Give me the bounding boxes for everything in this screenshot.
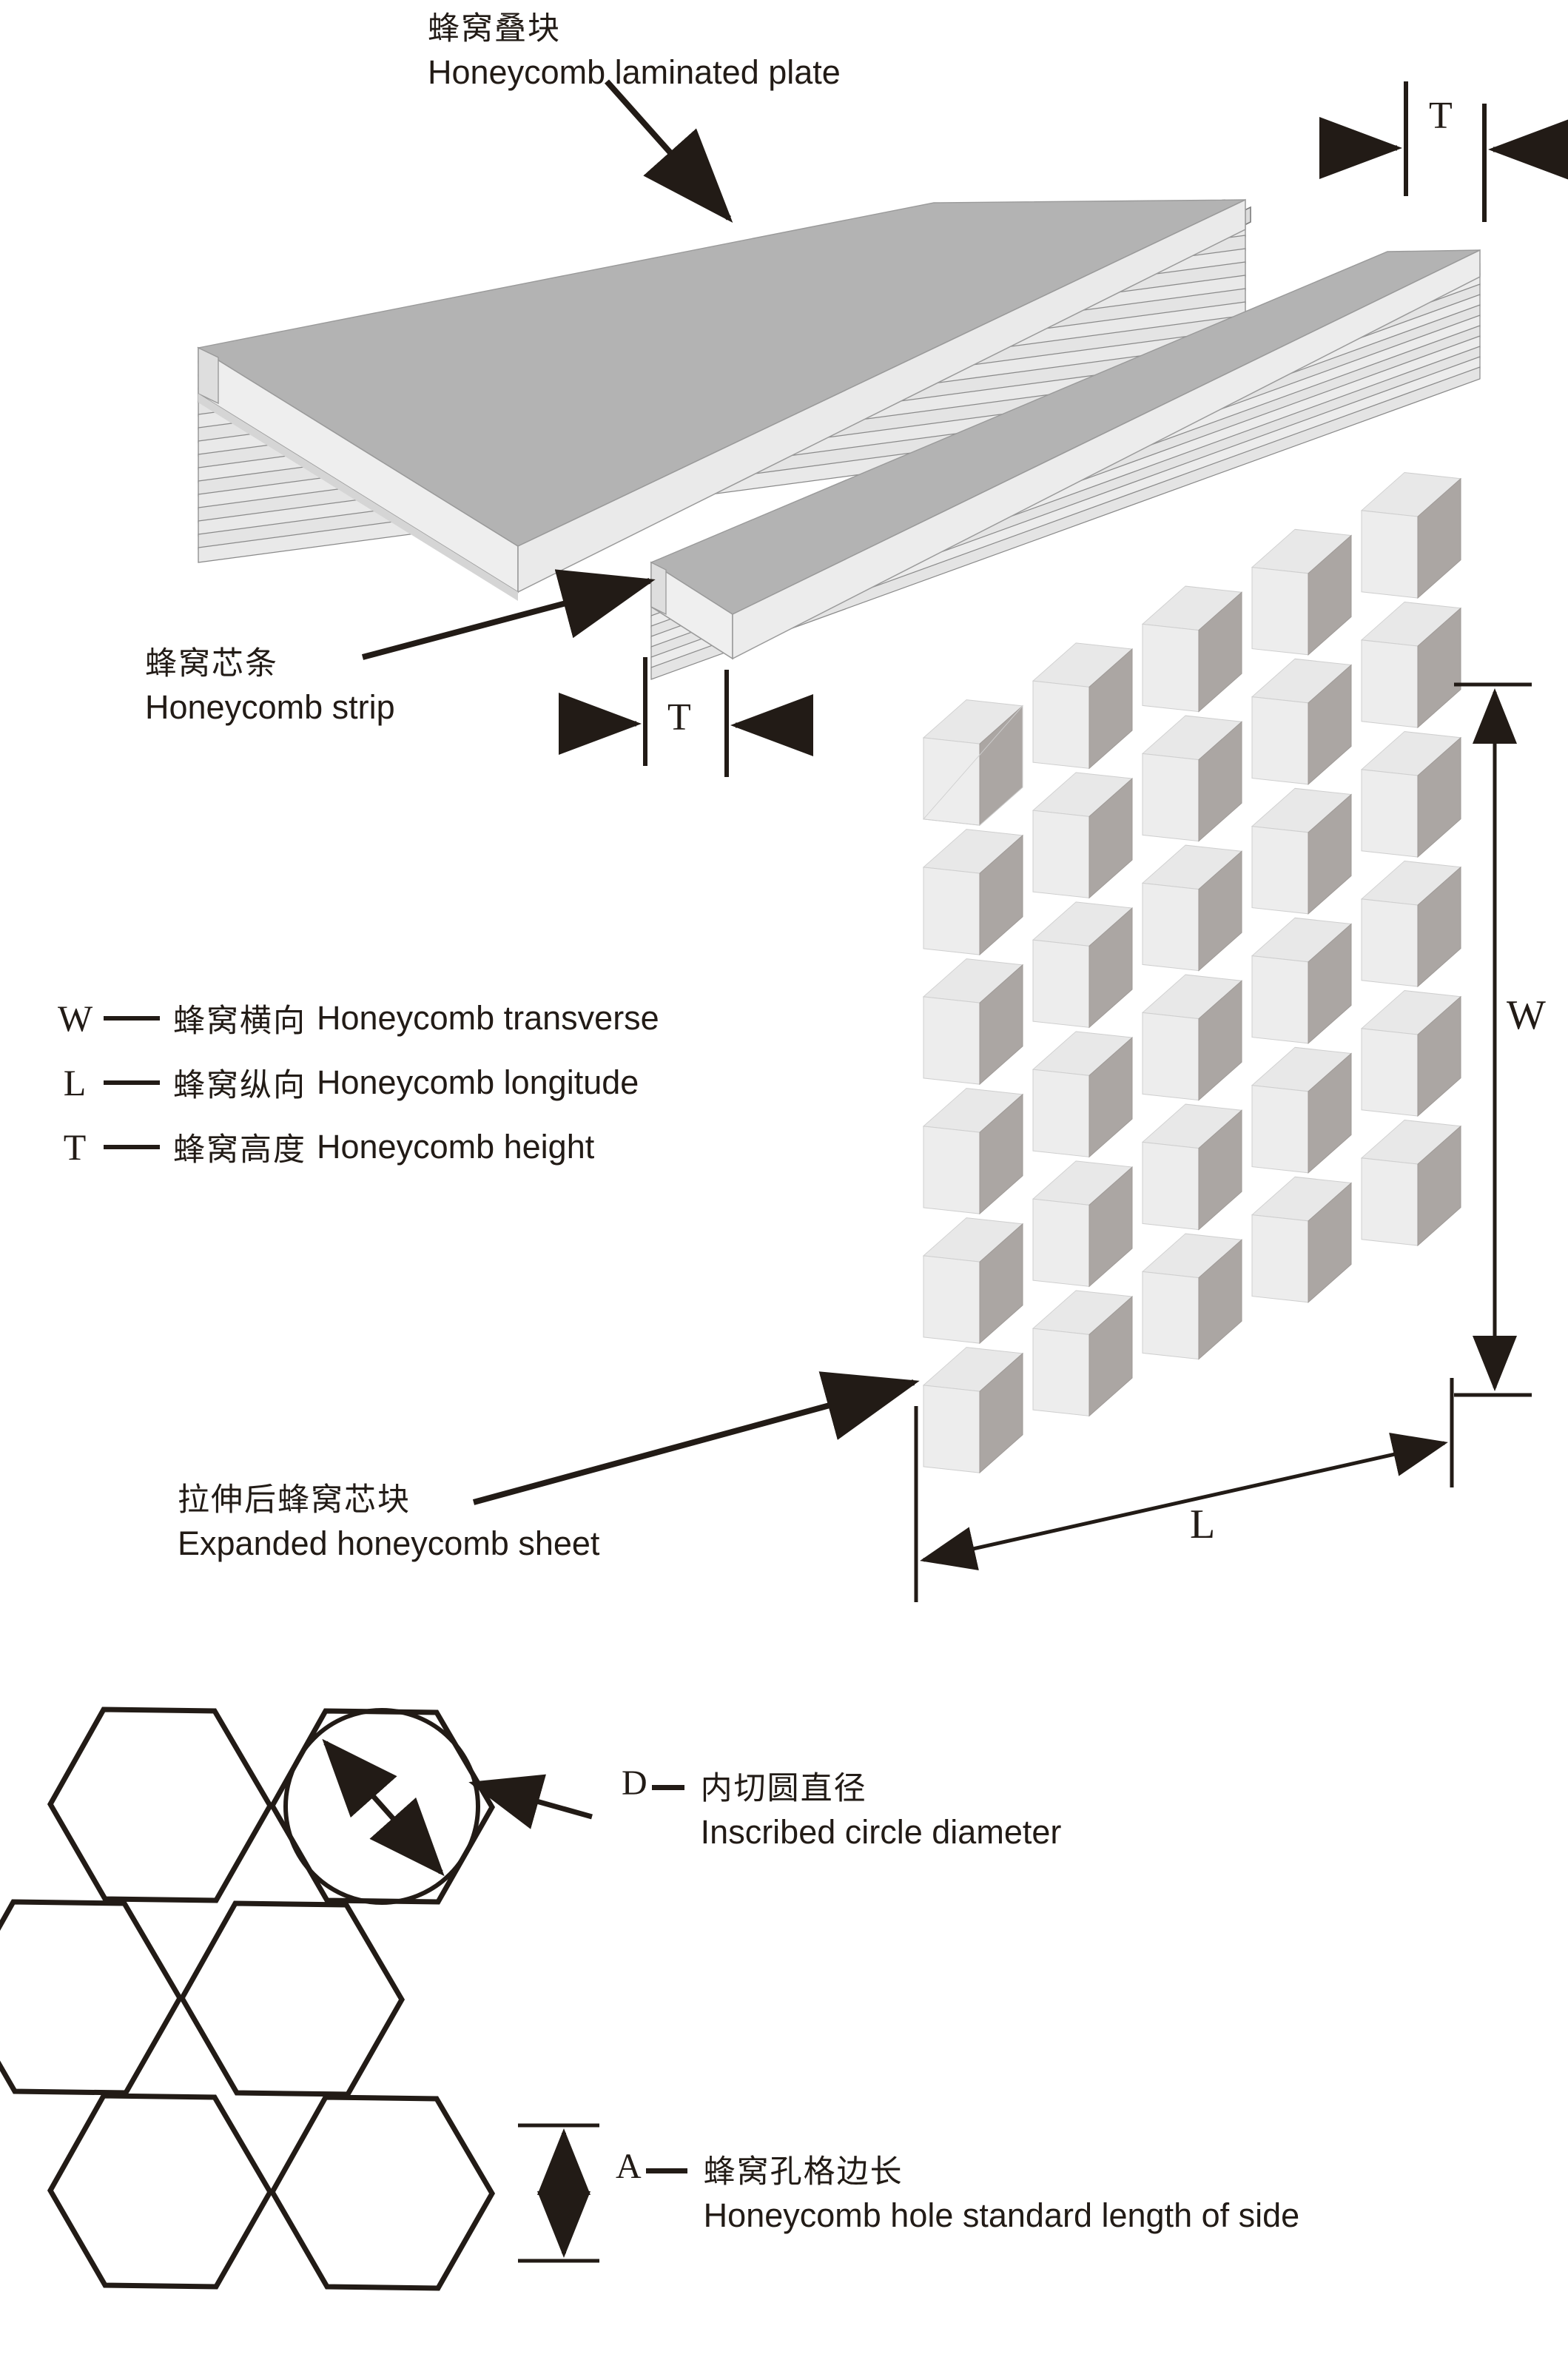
legend-label-w-cn: 蜂窝横向 xyxy=(173,1004,306,1039)
dimension-label-l: L xyxy=(1190,1502,1216,1547)
callout-inscribed-circle-diameter: D 内切圆直径 Inscribed circle diameter xyxy=(622,1763,1061,1852)
leader-laminated-plate xyxy=(605,79,733,223)
laminated-plate-label-cn: 蜂窝叠块 xyxy=(428,12,561,47)
plate-bottom-shadow xyxy=(198,394,518,601)
callout-text-side: 蜂窝孔格边长 Honeycomb hole standard length of… xyxy=(704,2146,1300,2235)
legend-label-t-en: Honeycomb height xyxy=(317,1128,595,1166)
hexagon-cell-diagram xyxy=(0,1707,496,2291)
label-honeycomb-strip: 蜂窝芯条 Honeycomb strip xyxy=(145,638,395,727)
legend-label-t-cn: 蜂窝高度 xyxy=(173,1133,306,1168)
plate-left-thickness xyxy=(198,346,219,405)
expanded-sheet-label-en: Expanded honeycomb sheet xyxy=(178,1524,600,1562)
callout-side-en: Honeycomb hole standard length of side xyxy=(703,2196,1300,2234)
hexagon-upper-left xyxy=(47,1707,274,1903)
hexagon-middle-center xyxy=(178,1900,406,2097)
honeycomb-strip-label-cn: 蜂窝芯条 xyxy=(145,647,278,682)
plate-front-long-face xyxy=(517,198,1246,594)
dimension-label-t-top: T xyxy=(1429,95,1453,137)
hexagon-upper-right xyxy=(269,1708,496,1905)
dimension-t-top xyxy=(1319,81,1568,222)
legend-label-w-en: Honeycomb transverse xyxy=(317,999,659,1037)
label-honeycomb-laminated-plate: 蜂窝叠块 Honeycomb laminated plate xyxy=(428,3,841,92)
strip-front-long-face xyxy=(732,249,1481,660)
legend-label-l-en: Honeycomb longitude xyxy=(317,1063,639,1101)
expanded-sheet-label-cn: 拉伸后蜂窝芯块 xyxy=(178,1483,411,1518)
callout-diameter-cn: 内切圆直径 xyxy=(700,1772,867,1806)
leader-honeycomb-strip xyxy=(361,569,656,660)
callout-text-diameter: 内切圆直径 Inscribed circle diameter xyxy=(701,1763,1062,1852)
honeycomb-strip-bar xyxy=(650,249,1481,680)
legend-item-w: W 蜂窝横向 Honeycomb transverse xyxy=(58,995,659,1041)
dimension-label-w: W xyxy=(1507,992,1546,1038)
callout-side-cn: 蜂窝孔格边长 xyxy=(703,2155,904,2190)
callout-symbol-d: D xyxy=(622,1763,647,1803)
legend-item-t: T 蜂窝高度 Honeycomb height xyxy=(58,1124,595,1170)
legend-dash-icon xyxy=(104,1145,160,1149)
callout-hole-side-length: A 蜂窝孔格边长 Honeycomb hole standard length … xyxy=(616,2146,1299,2235)
callout-symbol-a: A xyxy=(616,2147,642,2186)
legend-dash-icon xyxy=(104,1016,160,1021)
honeycomb-cell-field xyxy=(922,472,1462,1474)
callout-dash-icon xyxy=(645,2168,687,2173)
expanded-honeycomb-sheet xyxy=(922,472,1462,1474)
hexagon-lower-right xyxy=(269,2094,496,2291)
dimension-w-sheet xyxy=(1454,682,1532,1397)
legend-symbol-t: T xyxy=(63,1126,87,1168)
callout-diameter-en: Inscribed circle diameter xyxy=(700,1813,1062,1851)
callout-dash-icon xyxy=(651,1785,684,1790)
dimension-a-side xyxy=(518,2123,599,2263)
legend-dash-icon xyxy=(104,1080,160,1085)
honeycomb-strip-label-en: Honeycomb strip xyxy=(145,688,395,726)
hexagon-lower-left xyxy=(47,2093,274,2290)
dimension-t-strip xyxy=(559,657,813,777)
legend-symbol-l: L xyxy=(63,1062,87,1103)
laminated-plate-label-en: Honeycomb laminated plate xyxy=(428,53,841,91)
hexagon-middle-left xyxy=(0,1899,184,2096)
legend-label-l-cn: 蜂窝纵向 xyxy=(173,1069,306,1103)
legend-symbol-w: W xyxy=(58,998,93,1039)
legend-item-l: L 蜂窝纵向 Honeycomb longitude xyxy=(58,1060,639,1106)
dimension-label-t-strip: T xyxy=(667,696,691,739)
diameter-arrow xyxy=(322,1738,445,1877)
leader-expanded-sheet xyxy=(472,1371,920,1505)
label-expanded-honeycomb-sheet: 拉伸后蜂窝芯块 Expanded honeycomb sheet xyxy=(178,1474,599,1563)
leader-diameter xyxy=(468,1774,593,1829)
strip-left-thickness xyxy=(650,561,667,616)
